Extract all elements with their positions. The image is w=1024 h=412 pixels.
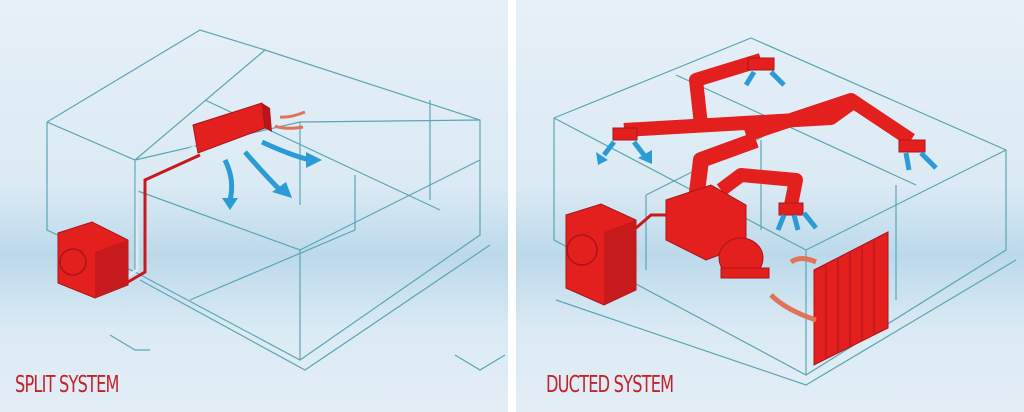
wall-split-unit [192, 102, 272, 154]
outdoor-condenser-unit [57, 221, 129, 299]
refrigerant-pipes [124, 145, 201, 284]
air-handler-unit [665, 184, 770, 279]
ducted-system-panel: DUCTED SYSTEM [516, 0, 1024, 412]
outdoor-condenser-unit [565, 203, 637, 306]
house-outline [46, 29, 506, 371]
return-air-grille [813, 231, 889, 366]
airflow-arrow [222, 139, 322, 210]
airflow-arrow [596, 70, 938, 231]
split-system-label: SPLIT SYSTEM [15, 372, 119, 398]
ducted-system-illustration [553, 37, 1017, 386]
intake-arrow [769, 256, 818, 323]
ducted-system-label: DUCTED SYSTEM [546, 372, 674, 398]
house-outline [553, 37, 1017, 386]
intake-arrow [274, 110, 306, 130]
ductwork [612, 53, 926, 216]
split-system-panel: SPLIT SYSTEM [0, 0, 508, 412]
split-system-illustration [46, 29, 506, 371]
